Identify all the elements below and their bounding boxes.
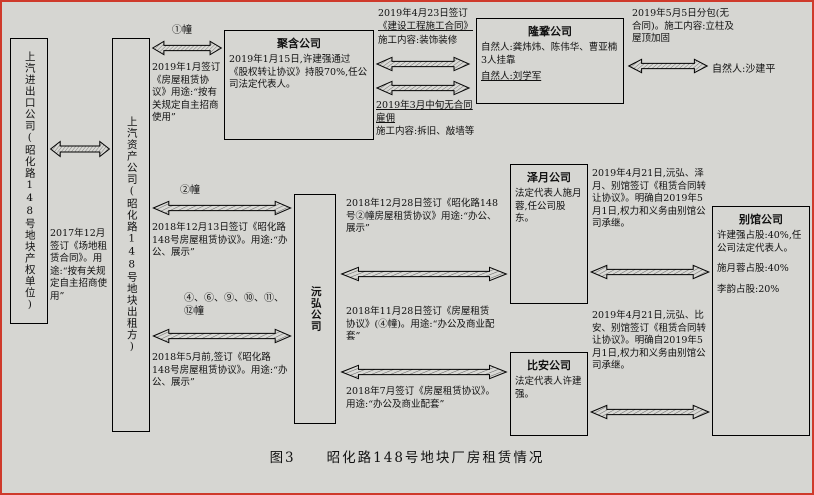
- node-sq-import-label: 上汽进出口公司(昭化路148号地块产权单位): [23, 50, 36, 312]
- arrow-asset-yuanhong-b2-icon: [152, 200, 292, 216]
- node-yuanhong-company: 沅弘公司: [294, 194, 336, 424]
- node-bian-body: 法定代表人许建强。: [515, 376, 582, 400]
- node-longgong-company: 隆鞏公司 自然人:龚炜炜、陈伟华、曹亚楠3人挂靠 自然人:刘学军: [476, 18, 624, 104]
- arrow-yuanhong-zeyue-icon: [340, 266, 508, 282]
- arrow-juhan-longgong-bottom-icon: [376, 80, 470, 96]
- figure-caption: 图3 昭化路148号地块厂房租赁情况: [269, 450, 545, 466]
- edge-construct-top-line2: 《建设工程施工合同》: [378, 21, 474, 32]
- edge-bldg-multi-text: 2018年5月前,签订《昭化路148号房屋租赁协议》。用途:“办公、展示”: [152, 352, 288, 389]
- arrow-zeyue-bieguan-icon: [590, 264, 710, 280]
- node-bieguan-title: 别馆公司: [739, 213, 783, 226]
- arrow-import-asset-icon: [50, 140, 110, 158]
- arrow-juhan-longgong-top-icon: [376, 56, 470, 72]
- edge-bldg1-text: 2019年1月签订《房屋租赁协议》用途:“按有关规定自主招商使用”: [152, 62, 221, 124]
- edge-zeyue-lease-text: 2018年12月28日签订《昭化路148号②幢房屋租赁协议》用途:“办公、展示”: [346, 198, 498, 235]
- node-sq-asset-label: 上汽资产公司(昭化路148号地块出租方): [125, 116, 138, 354]
- edge-bldg2-text: 2018年12月13日签订《昭化路148号房屋租赁协议》。用途:“办公、展示”: [152, 222, 288, 259]
- edge-bian-lease4-text: 2018年11月28日签订《房屋租赁协议》(④幢)。用途:“办公及商业配套”: [346, 306, 495, 343]
- node-zeyue-title: 泽月公司: [527, 171, 571, 184]
- node-bian-company: 比安公司 法定代表人许建强。: [510, 352, 588, 436]
- node-zeyue-company: 泽月公司 法定代表人施月蓉,任公司股东。: [510, 164, 588, 304]
- node-juhan-title: 聚含公司: [277, 37, 321, 50]
- node-juhan-company: 聚含公司 2019年1月15日,许建强通过《股权转让协议》持股70%,任公司法定…: [224, 30, 374, 140]
- edge-construct-bottom-line2: 施工内容:拆旧、敲墙等: [376, 126, 475, 137]
- edge-bian-transfer-text: 2019年4月21日,沅弘、比安、别馆签订《租赁合同转让协议》。明确自2019年…: [592, 310, 707, 372]
- node-longgong-body1: 自然人:龚炜炜、陈伟华、曹亚楠3人挂靠: [481, 42, 618, 66]
- node-shajianping-label: 自然人:沙建平: [712, 64, 776, 75]
- edge-bldg1-label: ①幢: [172, 25, 192, 36]
- node-juhan-body: 2019年1月15日,许建强通过《股权转让协议》持股70%,任公司法定代表人。: [229, 54, 368, 91]
- node-sq-import-company: 上汽进出口公司(昭化路148号地块产权单位): [10, 38, 48, 324]
- arrow-bian-bieguan-icon: [590, 404, 710, 420]
- arrow-asset-juhan-icon: [152, 40, 222, 56]
- edge-lease-2017-text: 2017年12月签订《场地租赁合同》。用途:“按有关规定自主招商使用”: [50, 228, 108, 302]
- edge-construct-top-line1: 2019年4月23日签订: [378, 8, 468, 19]
- node-bieguan-body2: 施月蓉占股:40%: [717, 263, 789, 275]
- node-longgong-body2: 自然人:刘学军: [481, 71, 542, 83]
- node-bian-title: 比安公司: [527, 359, 571, 372]
- edge-zeyue-transfer-text: 2019年4月21日,沅弘、泽月、别馆签订《租赁合同转让协议》。明确自2019年…: [592, 168, 707, 230]
- arrow-asset-yuanhong-multi-icon: [152, 328, 292, 344]
- node-yuanhong-label: 沅弘公司: [309, 286, 322, 332]
- edge-bldg-multi-label: ④、⑥、⑨、⑩、⑪、⑫幢: [184, 293, 284, 317]
- node-sq-asset-company: 上汽资产公司(昭化路148号地块出租方): [112, 38, 150, 432]
- node-zeyue-body: 法定代表人施月蓉,任公司股东。: [515, 188, 582, 225]
- edge-bian-lease7-text: 2018年7月签订《房屋租赁协议》。用途:“办公及商业配套”: [346, 386, 495, 410]
- node-bieguan-body1: 许建强占股:40%,任公司法定代表人。: [717, 230, 802, 254]
- node-longgong-title: 隆鞏公司: [528, 25, 572, 38]
- arrow-yuanhong-bian-icon: [340, 364, 508, 380]
- node-bieguan-body3: 李韵占股:20%: [717, 283, 780, 295]
- edge-bldg2-label: ②幢: [180, 185, 200, 196]
- edge-subcontract-text: 2019年5月5日分包(无合同)。施工内容:立柱及屋顶加固: [632, 8, 734, 45]
- node-bieguan-company: 别馆公司 许建强占股:40%,任公司法定代表人。 施月蓉占股:40% 李韵占股:…: [712, 206, 810, 436]
- arrow-longgong-sha-icon: [628, 58, 708, 74]
- edge-construct-top-line3: 施工内容:装饰装修: [378, 35, 458, 46]
- edge-construct-bottom-line1: 2019年3月中旬无合同雇佣: [376, 100, 473, 124]
